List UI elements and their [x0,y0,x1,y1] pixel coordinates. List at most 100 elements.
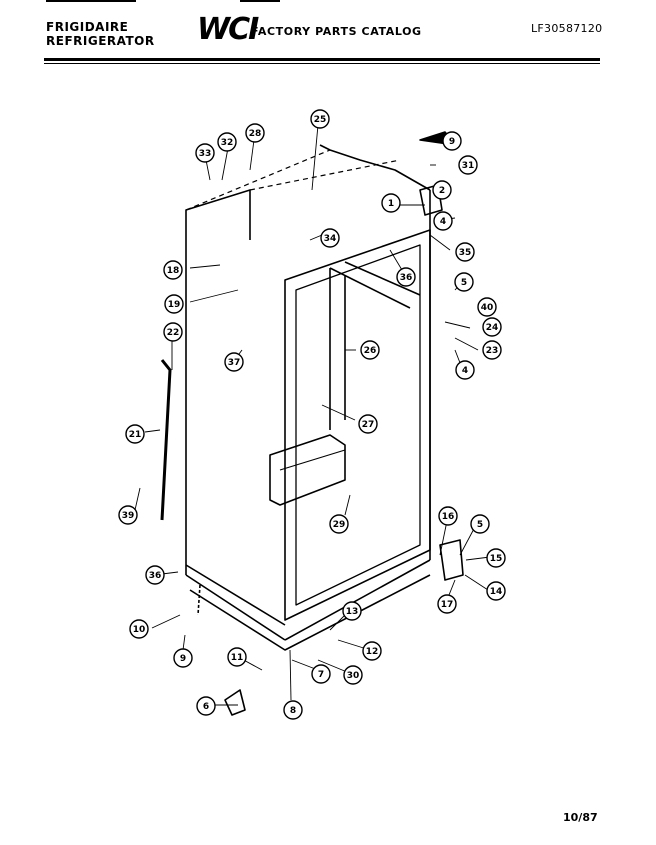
callout-circle [442,131,462,151]
callout-number: 34 [324,234,337,244]
bottom-kick [189,574,431,651]
callout-25: 25 [310,109,330,129]
callout-4: 4 [433,211,453,231]
callout-circle [129,619,149,639]
callout-7: 7 [311,664,331,684]
callout-31: 31 [458,155,478,175]
callout-number: 13 [346,607,359,617]
callout-number: 4 [440,217,446,227]
callout-circle [118,505,138,525]
callout-number: 7 [318,670,324,680]
callout-number: 26 [364,346,377,356]
callout-circle [283,700,303,720]
callout-12: 12 [362,641,382,661]
callout-number: 17 [441,600,454,610]
callout-circle [455,360,475,380]
callout-number: 19 [168,300,181,310]
callout-19: 19 [164,294,184,314]
callout-circle [381,193,401,213]
callout-number: 32 [221,138,234,148]
callout-28: 28 [245,123,265,143]
callout-number: 18 [167,266,180,276]
callout-circle [217,132,237,152]
callout-17: 17 [437,594,457,614]
callout-circle [343,665,363,685]
callout-number: 35 [459,248,472,258]
callout-number: 21 [129,430,142,440]
callout-21: 21 [125,424,145,444]
callout-number: 33 [199,149,212,159]
callout-circle [482,340,502,360]
callout-circle [396,267,416,287]
callout-circle [486,581,506,601]
callout-40: 40 [477,297,497,317]
callout-number: 1 [388,199,394,209]
callout-circle [482,317,502,337]
callout-number: 29 [333,520,346,530]
callout-number: 6 [203,702,209,712]
callout-13: 13 [342,601,362,621]
cabinet-outer-left [185,189,251,575]
callout-number: 16 [442,512,455,522]
brand-name: FRIGIDAIRE [46,20,129,34]
callout-circle [438,506,458,526]
liner-top-ledge [329,261,421,309]
callout-circle [458,155,478,175]
callout-circle [163,260,183,280]
callout-circle [245,123,265,143]
callout-33: 33 [195,143,215,163]
crisper-front [279,449,346,471]
callout-16: 16 [438,506,458,526]
callout-number: 27 [362,420,375,430]
callout-5: 5 [454,272,474,292]
top-edge-mark [240,0,280,2]
callout-circle [432,180,452,200]
callout-circle [173,648,193,668]
callout-10: 10 [129,619,149,639]
ground-strap [197,584,201,616]
callout-circle [437,594,457,614]
callout-number: 11 [231,653,244,663]
callout-number: 5 [477,520,483,530]
callout-number: 28 [249,129,262,139]
callout-circle [455,242,475,262]
callout-27: 27 [358,414,378,434]
product-name: REFRIGERATOR [46,34,155,48]
callout-circle [477,297,497,317]
callout-number: 25 [314,115,327,125]
callout-number: 2 [439,186,445,196]
callout-9: 9 [442,131,462,151]
callout-9: 9 [173,648,193,668]
callout-14: 14 [486,581,506,601]
callout-circle [486,548,506,568]
callout-number: 40 [481,303,494,313]
cabinet-top-rear [319,144,431,191]
callout-circle [360,340,380,360]
callout-number: 36 [149,571,162,581]
leveler-bracket [224,689,246,716]
callout-number: 15 [490,554,503,564]
door-stop-bar [160,359,172,521]
callout-number: 30 [347,671,360,681]
callout-circle [145,565,165,585]
callout-26: 26 [360,340,380,360]
catalog-title: FACTORY PARTS CATALOG [251,25,422,38]
callout-30: 30 [343,665,363,685]
liner-opening [284,229,431,621]
callout-number: 23 [486,346,499,356]
callout-number: 22 [167,328,180,338]
callout-number: 10 [133,625,146,635]
callout-39: 39 [118,505,138,525]
callout-5: 5 [470,514,490,534]
callout-number: 9 [180,654,186,664]
rear-divider [329,268,346,430]
callout-number: 9 [449,137,455,147]
brand-block: FRIGIDAIRE REFRIGERATOR [46,20,155,48]
cabinet-left-bottom [185,574,286,641]
callout-number: 31 [462,161,475,171]
callout-35: 35 [455,242,475,262]
hinge-plate-bottom [439,539,464,581]
callout-circle [358,414,378,434]
callout-number: 36 [400,273,413,283]
